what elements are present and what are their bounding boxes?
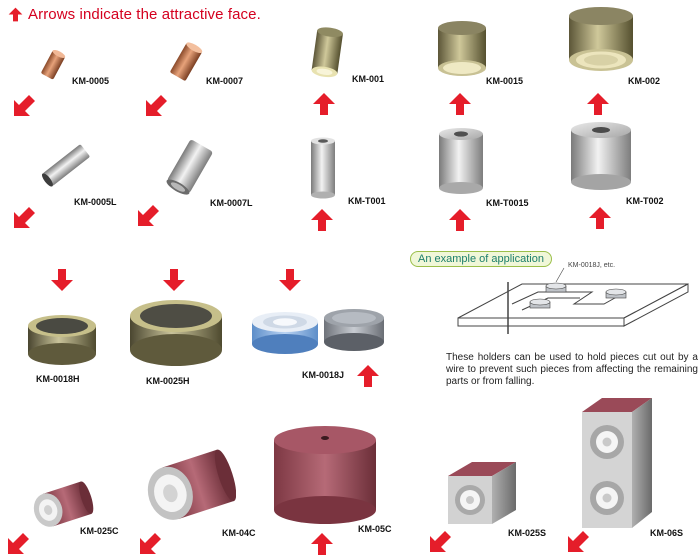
silver-threaded-cylinder-image <box>311 137 335 199</box>
brass-cylinder-image <box>438 21 486 76</box>
brass-holder-image <box>130 300 222 366</box>
product-label: KM-0018H <box>36 374 80 384</box>
arrow-diag-icon <box>136 204 160 228</box>
product-label: KM-T001 <box>348 196 386 206</box>
product-km-0005l: KM-0005L <box>8 142 132 232</box>
square-holder-image <box>448 462 516 524</box>
product-label: KM-T002 <box>626 196 664 206</box>
product-label: KM-T0015 <box>486 198 529 208</box>
arrow-up-icon <box>310 532 334 556</box>
arrow-up-icon <box>588 206 612 230</box>
product-km-0007: KM-0007 <box>150 40 280 118</box>
arrow-up-icon <box>356 364 380 388</box>
arrow-diag-icon <box>12 206 36 230</box>
product-km-0025h: KM-0025H <box>124 268 244 386</box>
silver-pin-image <box>166 140 213 195</box>
arrow-up-icon <box>310 208 334 232</box>
product-km-04c: KM-04C <box>132 446 272 558</box>
product-km-0005: KM-0005 <box>20 48 130 118</box>
product-km-t001: KM-T001 <box>296 136 402 234</box>
product-label: KM-0015 <box>486 76 524 86</box>
copper-pin-image <box>41 49 66 80</box>
arrow-up-icon <box>312 92 336 116</box>
brass-cylinder-image <box>311 27 343 78</box>
arrow-diag-icon <box>6 532 30 556</box>
product-label: KM-0018J <box>302 370 345 380</box>
product-label: KM-0007L <box>210 198 253 208</box>
arrow-down-icon <box>162 268 186 292</box>
arrow-up-icon <box>448 92 472 116</box>
brass-cylinder-image <box>569 7 633 71</box>
red-holder-image <box>274 426 376 524</box>
product-label: KM-0005 <box>72 76 110 86</box>
arrow-diag-icon <box>428 530 452 554</box>
silver-pin-image <box>41 144 90 187</box>
product-label: KM-001 <box>352 74 385 84</box>
product-label: KM-0025H <box>146 376 190 386</box>
arrow-up-icon <box>8 7 23 22</box>
application-description: These holders can be used to hold pieces… <box>446 352 698 387</box>
arrow-diag-icon <box>144 94 168 118</box>
arrow-down-icon <box>278 268 302 292</box>
product-label: KM-05C <box>358 524 392 534</box>
product-label: KM-04C <box>222 528 256 538</box>
arrow-diag-icon <box>566 530 590 554</box>
knurled-holder-pair-image <box>252 309 384 354</box>
product-km-002: KM-002 <box>560 6 700 120</box>
product-km-025c: KM-025C <box>6 478 136 558</box>
product-km-06s: KM-06S <box>560 394 700 558</box>
product-label: KM-0005L <box>74 197 117 207</box>
product-km-001: KM-001 <box>300 26 400 120</box>
arrow-diag-icon <box>138 532 162 556</box>
product-label: KM-025C <box>80 526 119 536</box>
page-header: Arrows indicate the attractive face. <box>8 6 261 23</box>
red-holder-image <box>147 449 236 520</box>
product-label: KM-06S <box>650 528 684 538</box>
header-text: Arrows indicate the attractive face. <box>28 6 261 23</box>
product-km-0015: KM-0015 <box>430 20 550 120</box>
product-label: KM-0007 <box>206 76 244 86</box>
silver-threaded-cylinder-image <box>439 128 483 194</box>
diagram-note: KM-0018J, etc. <box>568 262 616 269</box>
product-km-t0015: KM-T0015 <box>430 126 550 234</box>
product-label: KM-002 <box>628 76 661 86</box>
product-label: KM-025S <box>508 528 547 538</box>
square-holder-image <box>582 398 652 528</box>
arrow-diag-icon <box>12 94 36 118</box>
arrow-up-icon <box>448 208 472 232</box>
product-km-025s: KM-025S <box>428 456 558 558</box>
arrow-down-icon <box>50 268 74 292</box>
application-diagram <box>457 267 689 334</box>
product-km-t002: KM-T002 <box>562 120 700 234</box>
arrow-up-icon <box>586 92 610 116</box>
silver-threaded-cylinder-image <box>571 122 631 190</box>
red-holder-image <box>33 481 94 527</box>
product-km-05c: KM-05C <box>270 424 420 558</box>
application-example-badge: An example of application <box>410 251 552 267</box>
product-km-0007l: KM-0007L <box>134 138 274 232</box>
product-km-0018h: KM-0018H <box>20 268 130 386</box>
copper-pin-image <box>170 42 203 81</box>
brass-holder-image <box>28 315 96 365</box>
product-km-0018j: KM-0018J <box>248 268 396 396</box>
